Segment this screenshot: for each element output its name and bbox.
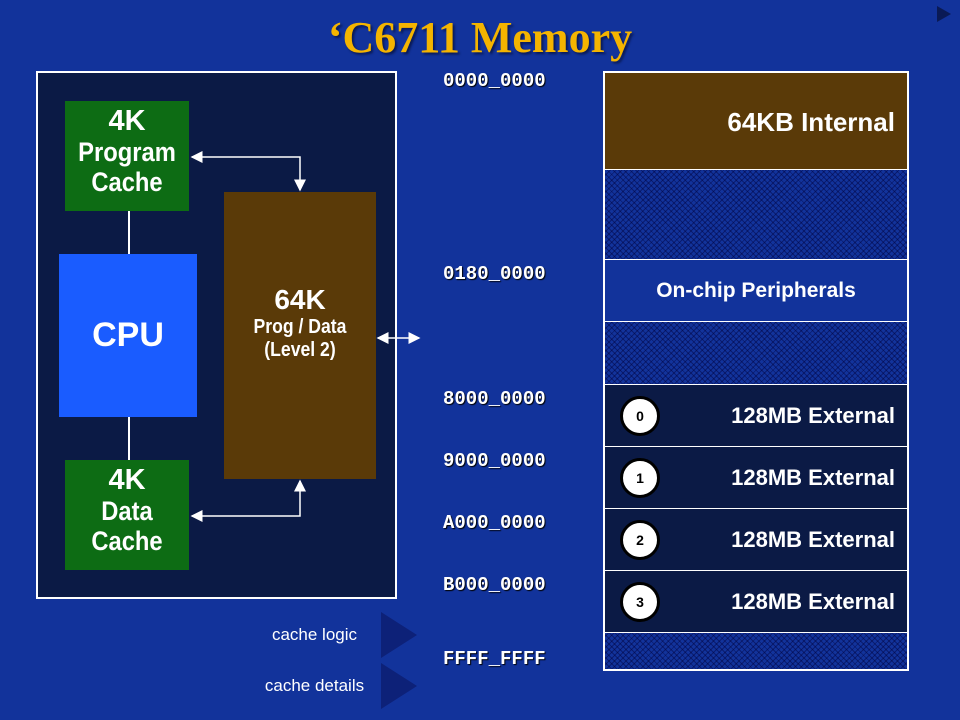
peripherals-region: On-chip Peripherals	[605, 260, 907, 322]
arrow-right-icon	[381, 612, 417, 658]
ce-number-badge: 0	[620, 396, 660, 436]
address-label: B000_0000	[443, 574, 546, 596]
address-label: 0180_0000	[443, 263, 546, 285]
external-region-1: 1 128MB External	[605, 447, 907, 509]
cpu-block: CPU	[59, 254, 197, 417]
reserved-region	[605, 633, 907, 669]
address-label: FFFF_FFFF	[443, 648, 546, 670]
address-label: 8000_0000	[443, 388, 546, 410]
peripherals-label: On-chip Peripherals	[656, 279, 856, 302]
program-cache-l2-arrow	[190, 151, 306, 192]
program-cache-block: 4K Program Cache	[65, 101, 189, 211]
address-label: 0000_0000	[443, 70, 546, 92]
data-cache-block: 4K Data Cache	[65, 460, 189, 570]
program-cache-line1: Program	[78, 137, 176, 167]
reserved-region	[605, 170, 907, 260]
cache-details-label: cache details	[264, 676, 365, 695]
external-region-label: 128MB External	[731, 403, 895, 428]
reserved-region	[605, 322, 907, 385]
ce-number-badge: 1	[620, 458, 660, 498]
external-region-label: 128MB External	[731, 465, 895, 490]
next-slide-icon[interactable]	[937, 6, 951, 22]
l2-line1: Prog / Data	[253, 316, 347, 338]
address-label: A000_0000	[443, 512, 546, 534]
external-region-label: 128MB External	[731, 527, 895, 552]
program-cache-line2: Cache	[91, 167, 163, 197]
l2-memory-block: 64K Prog / Data (Level 2)	[224, 192, 376, 479]
cpu-label: CPU	[92, 316, 164, 354]
internal-memory-region: 64KB Internal	[605, 73, 907, 170]
data-cache-l2-arrow	[190, 479, 306, 522]
ce-number-badge: 2	[620, 520, 660, 560]
arrow-right-icon	[381, 663, 417, 709]
external-region-2: 2 128MB External	[605, 509, 907, 571]
cpu-data-cache-link	[128, 417, 130, 460]
cache-logic-label: cache logic	[271, 625, 358, 644]
program-cache-size: 4K	[108, 105, 146, 137]
data-cache-size: 4K	[108, 464, 146, 496]
l2-line2: (Level 2)	[264, 339, 336, 361]
external-region-0: 0 128MB External	[605, 385, 907, 447]
data-cache-line2: Cache	[91, 526, 163, 556]
internal-memory-label: 64KB Internal	[727, 107, 895, 137]
external-region-label: 128MB External	[731, 589, 895, 614]
memory-map: 64KB Internal On-chip Peripherals 0 128M…	[603, 71, 909, 671]
program-cache-cpu-link	[128, 211, 130, 254]
ce-number-badge: 3	[620, 582, 660, 622]
data-cache-line1: Data	[101, 496, 153, 526]
address-label: 9000_0000	[443, 450, 546, 472]
l2-size: 64K	[274, 284, 326, 315]
page-title: ‘C6711 Memory	[327, 13, 633, 62]
external-region-3: 3 128MB External	[605, 571, 907, 633]
